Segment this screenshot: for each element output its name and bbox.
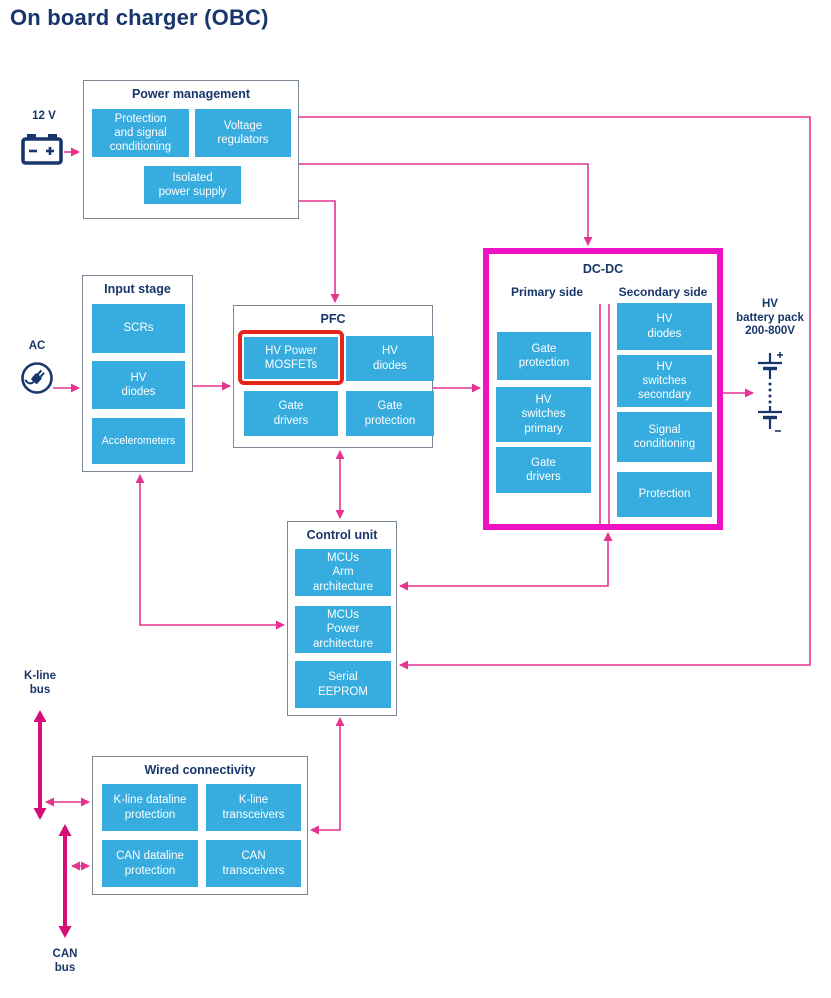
chip-dcdc-protection[interactable]: Protection xyxy=(617,472,712,517)
connector-dcdc-control-unit xyxy=(399,532,613,591)
input-stage-box: Input stage SCRs HV diodes Accelerometer… xyxy=(82,275,193,472)
pfc-title: PFC xyxy=(320,312,346,326)
dcdc-title: DC-DC xyxy=(582,262,624,276)
supply-12v-label: 12 V xyxy=(32,110,56,122)
chip-input-hv-diodes[interactable]: HV diodes xyxy=(92,361,185,409)
ac-label: AC xyxy=(28,340,46,352)
isolation-barrier-line xyxy=(599,304,601,524)
hv-battery-label: HV battery pack 200-800V xyxy=(736,298,804,338)
chip-mcus-power-architecture[interactable]: MCUs Power architecture xyxy=(295,606,391,653)
chip-mcus-arm-architecture[interactable]: MCUs Arm architecture xyxy=(295,549,391,596)
dcdc-box: DC-DC Primary side Secondary side Gate p… xyxy=(483,248,723,530)
connector-power-management-to-pfc xyxy=(299,200,340,303)
wired-connectivity-box: Wired connectivity K-line dataline prote… xyxy=(92,756,308,895)
power-management-box: Power management Protection and signal c… xyxy=(83,80,299,219)
chip-pfc-hv-diodes[interactable]: HV diodes xyxy=(346,336,434,381)
chip-isolated-power-supply[interactable]: Isolated power supply xyxy=(144,166,241,204)
hv-battery-icon xyxy=(758,352,783,432)
connector-input-stage-control-unit xyxy=(135,474,285,630)
kline-bus-label: K-line bus xyxy=(24,670,56,696)
battery-12v-icon xyxy=(21,134,63,165)
dcdc-primary-side-title: Primary side xyxy=(510,285,584,299)
page-title: On board charger (OBC) xyxy=(10,5,269,30)
chip-dcdc-gate-protection[interactable]: Gate protection xyxy=(497,332,591,380)
pfc-box: PFC HV Power MOSFETs HV diodes Gate driv… xyxy=(233,305,434,448)
connector-power-management-to-dcdc xyxy=(299,163,593,246)
can-bus-label: CAN bus xyxy=(52,948,78,974)
chip-hv-switches-primary[interactable]: HV switches primary xyxy=(496,387,591,442)
power-management-title: Power management xyxy=(131,87,251,101)
chip-pfc-gate-protection[interactable]: Gate protection xyxy=(346,391,434,436)
chip-kline-transceivers[interactable]: K-line transceivers xyxy=(206,784,301,831)
chip-dcdc-hv-diodes[interactable]: HV diodes xyxy=(617,303,712,350)
chip-hv-switches-secondary[interactable]: HV switches secondary xyxy=(617,355,712,407)
ac-plug-icon xyxy=(21,362,53,394)
connector-control-unit-wired-connectivity xyxy=(310,717,345,835)
input-stage-title: Input stage xyxy=(104,282,171,296)
chip-protection-signal-conditioning[interactable]: Protection and signal conditioning xyxy=(92,109,189,157)
chip-pfc-gate-drivers[interactable]: Gate drivers xyxy=(244,391,338,436)
chip-hv-power-mosfets[interactable]: HV Power MOSFETs xyxy=(244,337,338,379)
wired-connectivity-title: Wired connectivity xyxy=(144,763,256,777)
chip-kline-dataline-protection[interactable]: K-line dataline protection xyxy=(102,784,198,831)
chip-can-transceivers[interactable]: CAN transceivers xyxy=(206,840,301,887)
chip-accelerometers[interactable]: Accelerometers xyxy=(92,418,185,464)
control-unit-box: Control unit MCUs Arm architecture MCUs … xyxy=(287,521,397,716)
chip-signal-conditioning[interactable]: Signal conditioning xyxy=(617,412,712,462)
chip-voltage-regulators[interactable]: Voltage regulators xyxy=(195,109,291,157)
chip-scrs[interactable]: SCRs xyxy=(92,304,185,353)
isolation-barrier-line xyxy=(608,304,610,524)
control-unit-title: Control unit xyxy=(306,528,378,542)
chip-dcdc-gate-drivers[interactable]: Gate drivers xyxy=(496,447,591,493)
chip-serial-eeprom[interactable]: Serial EEPROM xyxy=(295,661,391,708)
chip-can-dataline-protection[interactable]: CAN dataline protection xyxy=(102,840,198,887)
dcdc-secondary-side-title: Secondary side xyxy=(618,285,708,299)
